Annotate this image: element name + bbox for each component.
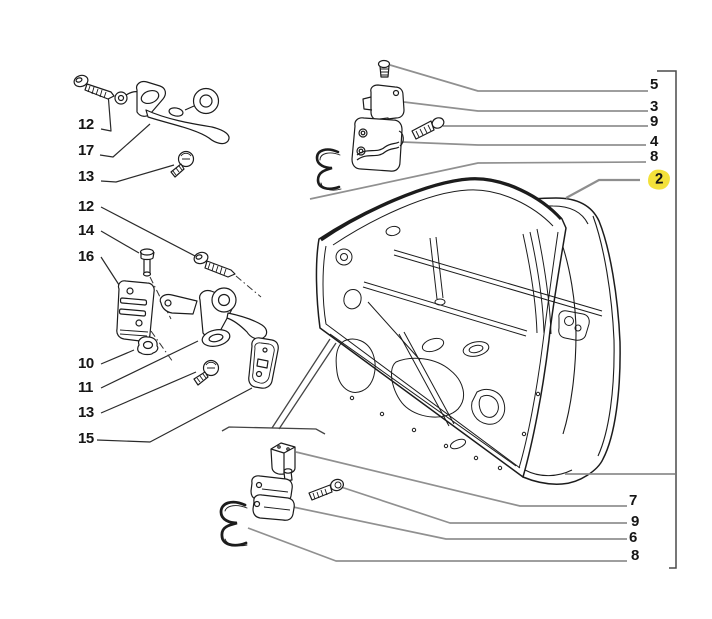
leader-lines-left <box>96 92 253 443</box>
callout-10[interactable]: 10 <box>78 355 94 373</box>
callout-13-lower[interactable]: 13 <box>78 404 94 422</box>
callout-9-lower[interactable]: 9 <box>631 513 639 531</box>
leader-lines-right <box>247 64 648 562</box>
part-upper-hinge-group <box>351 59 445 172</box>
callout-17[interactable]: 17 <box>78 142 94 160</box>
callout-8-lower[interactable]: 8 <box>631 547 639 565</box>
callout-16[interactable]: 16 <box>78 248 94 266</box>
leader-lines-over-door <box>565 178 675 475</box>
callout-12-lower[interactable]: 12 <box>78 198 94 216</box>
callout-5[interactable]: 5 <box>650 76 658 94</box>
callout-9-upper[interactable]: 9 <box>650 113 658 131</box>
door-inner-panel-details <box>320 177 603 471</box>
part-check-strap-mid-group <box>116 248 279 389</box>
callout-13-upper[interactable]: 13 <box>78 168 94 186</box>
location-indicator <box>221 338 337 435</box>
callout-7[interactable]: 7 <box>629 492 637 510</box>
callout-11[interactable]: 11 <box>78 379 93 397</box>
callout-8-upper[interactable]: 8 <box>650 148 658 166</box>
part-lower-hinge-group <box>250 442 344 521</box>
group-bracket <box>657 70 677 569</box>
callout-14[interactable]: 14 <box>78 222 94 240</box>
callout-12-upper[interactable]: 12 <box>78 116 94 134</box>
part-seal-upper <box>315 148 342 191</box>
part-seal-lower <box>219 500 248 547</box>
part-check-strap-upper <box>73 74 230 178</box>
callout-4[interactable]: 4 <box>650 133 658 151</box>
callout-6[interactable]: 6 <box>629 529 637 547</box>
callout-3[interactable]: 3 <box>650 98 658 116</box>
callout-15[interactable]: 15 <box>78 430 94 448</box>
